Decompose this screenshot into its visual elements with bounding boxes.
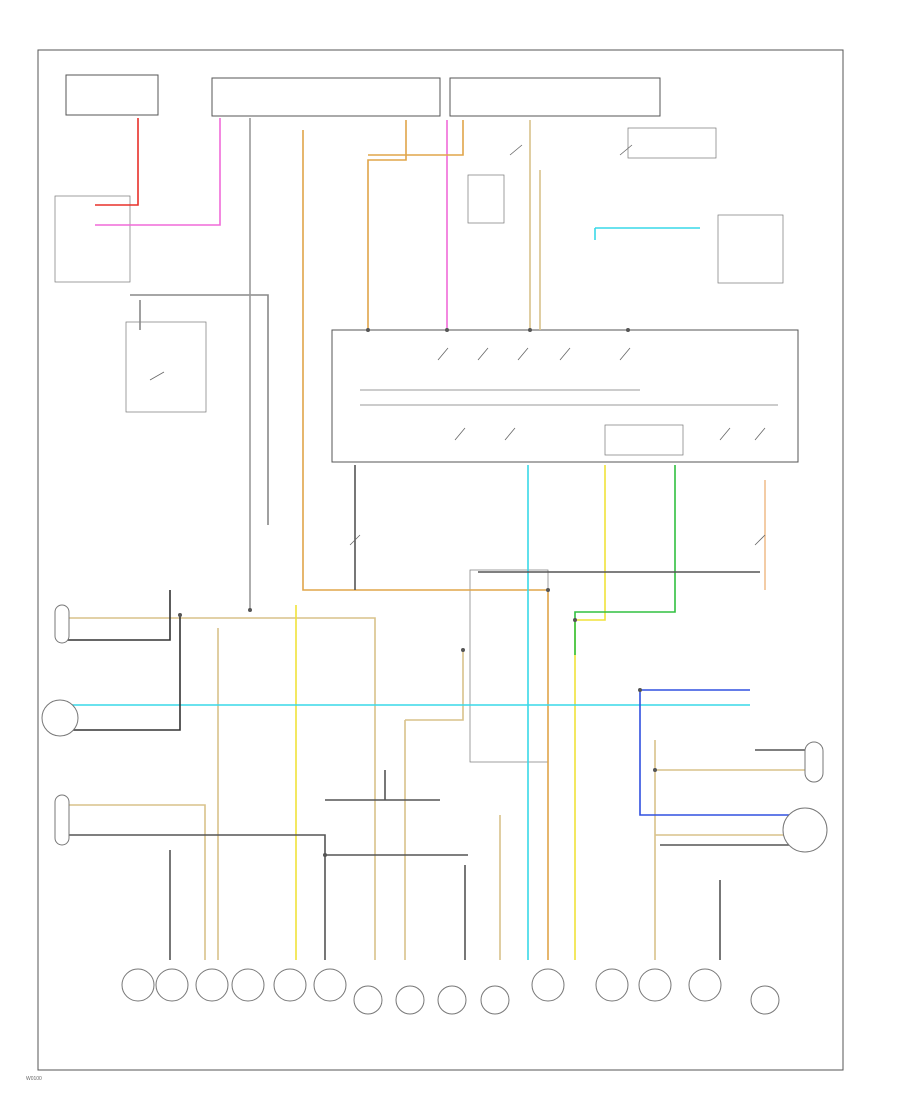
wire-blue-rear: [639, 690, 790, 816]
fuse-box-left: [65, 74, 159, 116]
wire-yellow-right: [574, 465, 606, 960]
lamp-bulb-11: [531, 968, 565, 1002]
wire-tan-lamp-3: [60, 804, 206, 960]
lamp-bulb-10: [480, 985, 510, 1015]
lamp-bulb-4: [231, 968, 265, 1002]
wire-gray-3: [60, 834, 326, 960]
lamp-bulb-3: [195, 968, 229, 1002]
side-lamps: [41, 604, 828, 853]
splice-points: [178, 328, 657, 857]
left-rear-side-marker-lamp: [54, 794, 70, 846]
reference-code: W0100: [26, 1076, 42, 1082]
wire-tan-lamp-1: [60, 617, 376, 960]
component-boxes: [54, 74, 799, 763]
right-front-turn-lamp: [782, 807, 828, 853]
wire-green: [574, 465, 676, 655]
turn-signal-switch-box: [331, 329, 799, 463]
lamp-bulb-7: [353, 985, 383, 1015]
lamp-bulb-9: [437, 985, 467, 1015]
wires: [60, 118, 818, 960]
wire-orange-2: [368, 120, 464, 156]
relay-box: [467, 174, 505, 224]
wire-red: [95, 118, 139, 206]
cornering-switch-box: [604, 424, 684, 456]
lamp-bulb-13: [638, 968, 672, 1002]
lamp-bulb-1: [121, 968, 155, 1002]
turn-flasher-box: [717, 214, 784, 284]
left-front-parking-lamp: [54, 604, 70, 644]
lamp-bulb-12: [595, 968, 629, 1002]
wire-orange-main: [302, 130, 549, 960]
fuse-box-center: [211, 77, 441, 117]
dimmer-switch-box: [125, 321, 207, 413]
lamp-bulb-5: [273, 968, 307, 1002]
lamp-bulb-2: [155, 968, 189, 1002]
lamp-bulb-8: [395, 985, 425, 1015]
left-front-turn-lamp: [41, 699, 79, 737]
wire-orange-1: [367, 120, 407, 330]
wire-tan-lamp-4: [405, 650, 464, 721]
junction-block: [469, 569, 549, 763]
lamp-bulb-6: [313, 968, 347, 1002]
headlamp-switch-box: [54, 195, 131, 283]
right-front-side-marker-lamp: [804, 741, 824, 783]
switch-contacts: [149, 144, 766, 546]
wire-pink-left: [95, 118, 221, 226]
lamp-bulb-15: [750, 985, 780, 1015]
lamp-bulb-14: [688, 968, 722, 1002]
fuse-box-right: [449, 77, 661, 117]
diagram-frame: [37, 49, 844, 1071]
bottom-lamps: [121, 968, 780, 1015]
wire-black-1: [60, 590, 171, 641]
hazard-relay-box: [627, 127, 717, 159]
wire-gray-1: [130, 294, 269, 525]
wire-black-2: [60, 615, 181, 731]
